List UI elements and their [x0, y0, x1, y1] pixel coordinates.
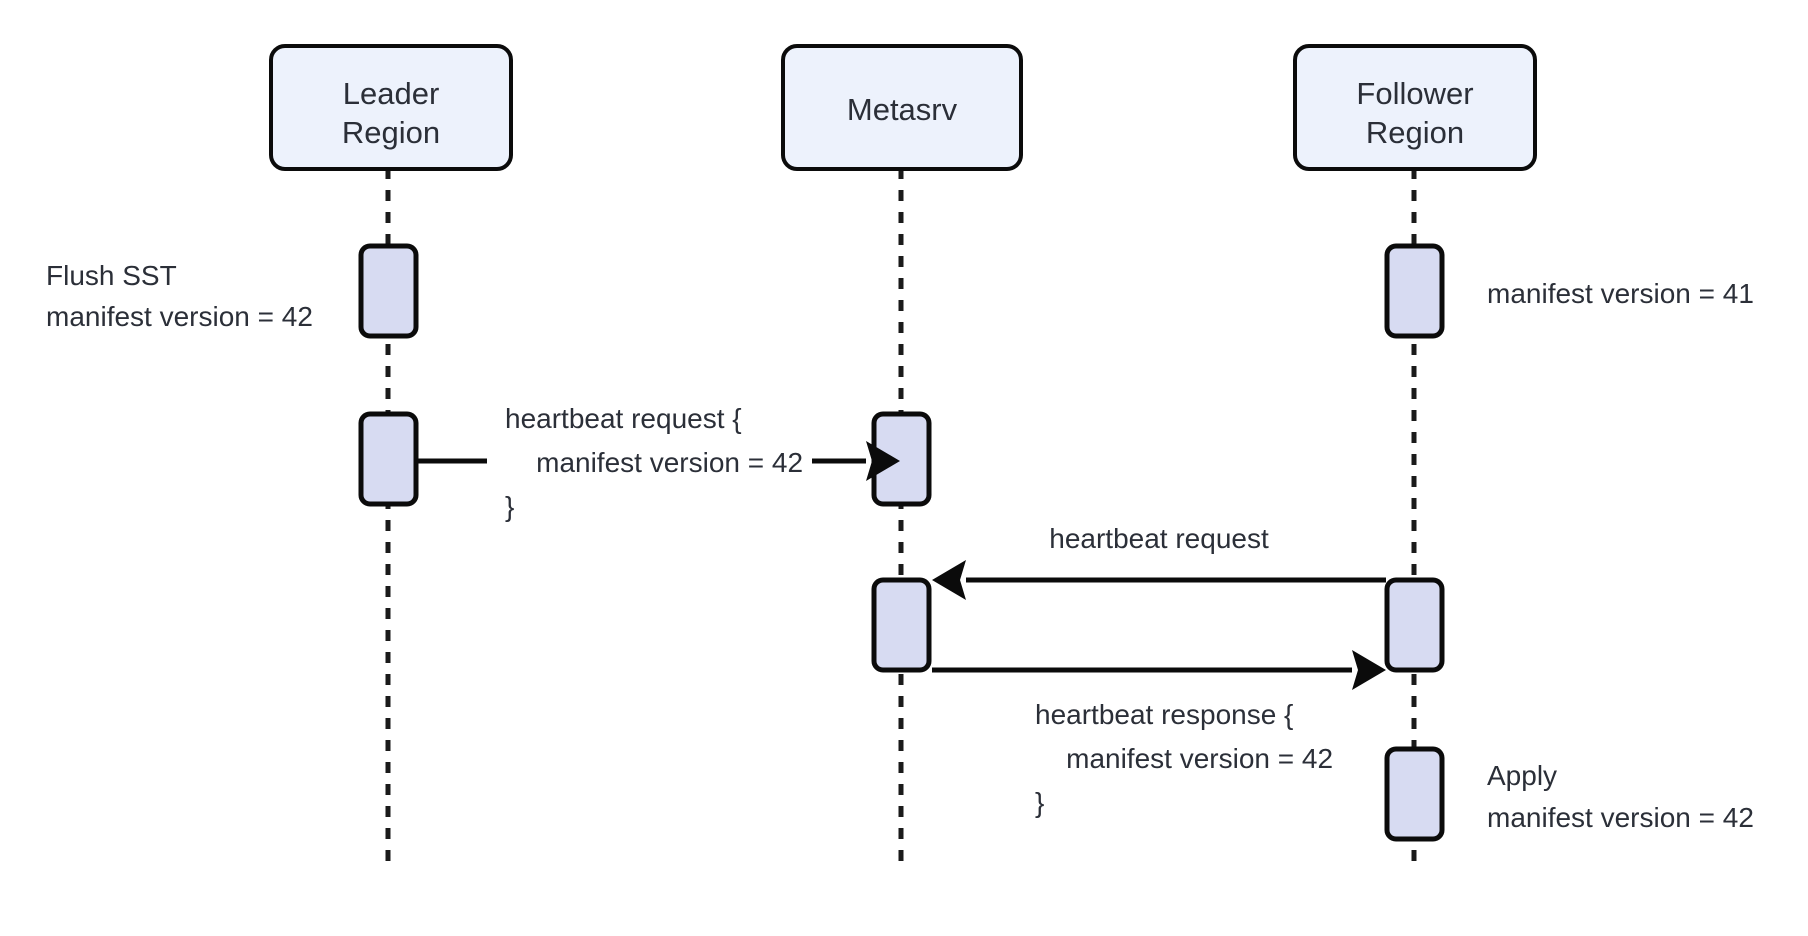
- message-leader-to-metasrv-heartbeat-request[interactable]: heartbeat request { manifest version = 4…: [418, 403, 900, 522]
- message-label-heartbeat-request-line2: manifest version = 42: [505, 447, 803, 478]
- participant-box-leader-region[interactable]: [269, 44, 513, 171]
- participant-label-leader-region-line1: Leader: [343, 76, 440, 111]
- note-follower-manifest-version: manifest version = 41: [1487, 278, 1754, 309]
- activation-follower-apply[interactable]: [1384, 746, 1445, 842]
- arrow-head-follower-to-metasrv: [932, 560, 966, 600]
- message-label-heartbeat-request-line3: }: [505, 491, 514, 522]
- message-label-heartbeat-response-line2: manifest version = 42: [1035, 743, 1333, 774]
- participant-label-metasrv-line1: Metasrv: [847, 92, 958, 127]
- activation-leader-heartbeat[interactable]: [358, 411, 419, 507]
- participant-label-follower-region-line1: Follower: [1356, 76, 1473, 111]
- message-label-follower-heartbeat-request: heartbeat request: [1049, 523, 1269, 554]
- activation-follower-version-41[interactable]: [1384, 243, 1445, 339]
- participant-leader-region[interactable]: Leader Region: [269, 44, 513, 171]
- activation-metasrv-handle-follower-heartbeat[interactable]: [871, 577, 932, 673]
- message-label-heartbeat-request-line1: heartbeat request {: [505, 403, 742, 434]
- participant-label-leader-region-line2: Region: [342, 115, 440, 150]
- note-follower-manifest-version-line1: manifest version = 41: [1487, 278, 1754, 309]
- participant-metasrv[interactable]: Metasrv: [781, 44, 1023, 171]
- participant-follower-region[interactable]: Follower Region: [1293, 44, 1537, 171]
- note-apply-line2: manifest version = 42: [1487, 802, 1754, 833]
- arrow-head-leader-to-metasrv: [866, 441, 900, 481]
- participant-box-metasrv[interactable]: [781, 44, 1023, 171]
- note-apply-manifest-version: Apply manifest version = 42: [1487, 760, 1754, 833]
- participant-label-follower-region-line2: Region: [1366, 115, 1464, 150]
- participant-box-follower-region[interactable]: [1293, 44, 1537, 171]
- note-flush-sst-line2: manifest version = 42: [46, 301, 313, 332]
- arrow-head-metasrv-to-follower: [1352, 650, 1386, 690]
- message-label-heartbeat-response-line1: heartbeat response {: [1035, 699, 1293, 730]
- activation-leader-flush[interactable]: [358, 243, 419, 339]
- message-label-heartbeat-response-line3: }: [1035, 787, 1044, 818]
- message-metasrv-to-follower-heartbeat-response[interactable]: heartbeat response { manifest version = …: [932, 650, 1386, 818]
- message-follower-to-metasrv-heartbeat-request[interactable]: heartbeat request: [932, 523, 1386, 600]
- note-apply-line1: Apply: [1487, 760, 1557, 791]
- activation-boxes: [358, 243, 1445, 842]
- activation-follower-heartbeat[interactable]: [1384, 577, 1445, 673]
- note-flush-sst-line1: Flush SST: [46, 260, 177, 291]
- note-flush-sst: Flush SST manifest version = 42: [46, 260, 313, 332]
